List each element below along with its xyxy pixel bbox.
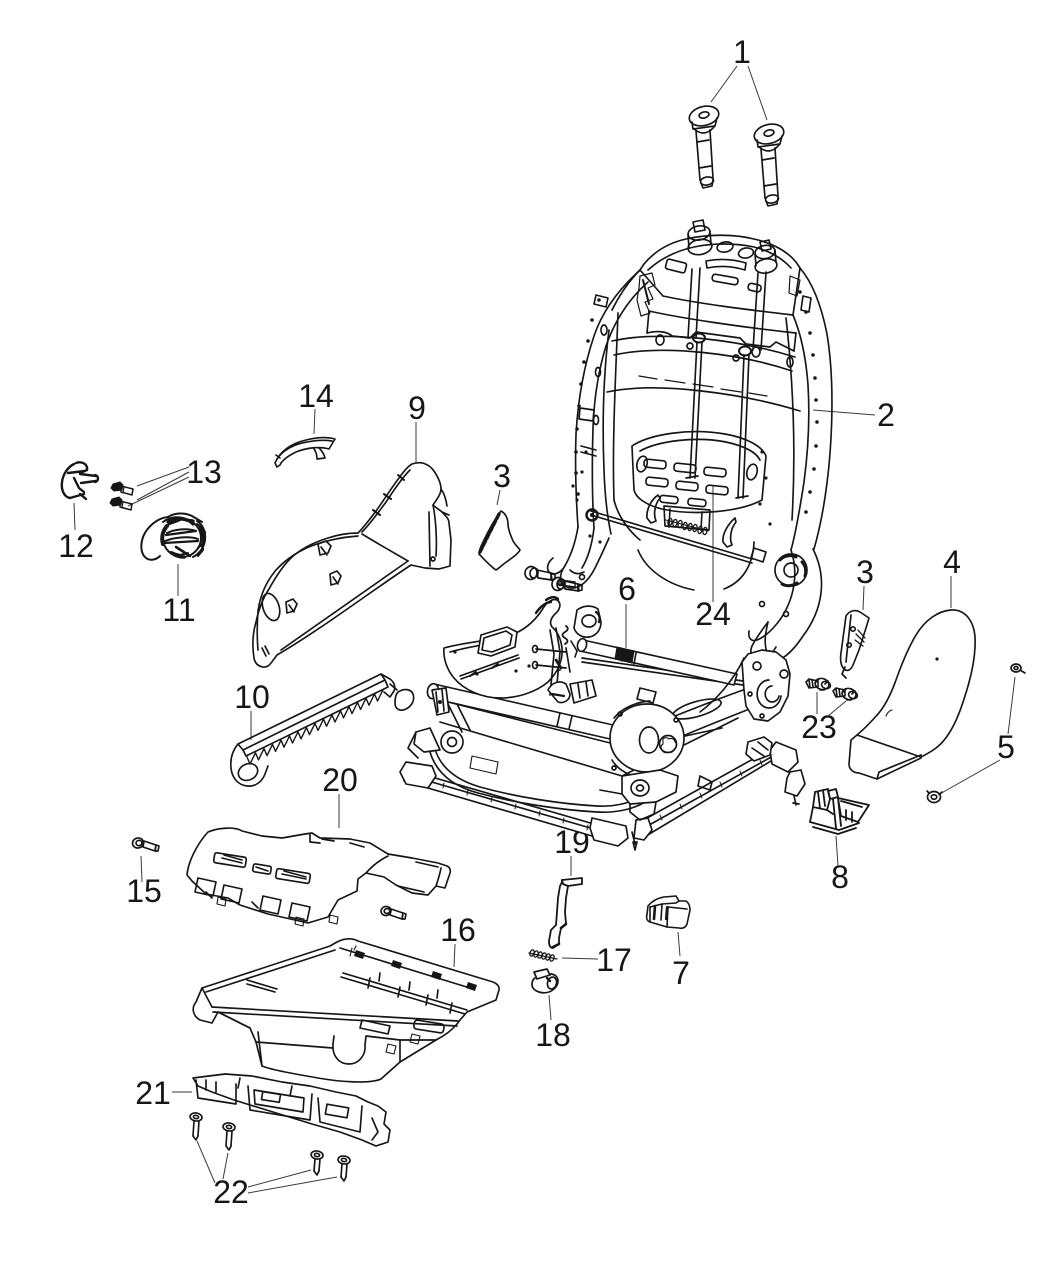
svg-text:20: 20 [322,762,358,798]
svg-text:8: 8 [831,859,849,895]
svg-text:16: 16 [440,912,476,948]
svg-text:17: 17 [596,942,632,978]
svg-text:7: 7 [672,955,690,991]
svg-text:14: 14 [298,378,334,414]
svg-text:18: 18 [535,1017,571,1053]
svg-text:9: 9 [408,390,426,426]
svg-text:4: 4 [943,544,961,580]
svg-text:1: 1 [733,34,751,70]
svg-text:13: 13 [186,454,222,490]
svg-text:23: 23 [801,709,837,745]
svg-text:5: 5 [997,729,1015,765]
svg-text:10: 10 [234,679,270,715]
svg-text:3: 3 [493,458,511,494]
svg-text:11: 11 [162,592,195,628]
svg-text:15: 15 [126,873,162,909]
svg-text:6: 6 [618,571,636,607]
svg-text:21: 21 [135,1075,171,1111]
svg-text:2: 2 [877,397,895,433]
svg-text:12: 12 [58,528,94,564]
svg-text:22: 22 [213,1174,249,1210]
svg-text:3: 3 [856,554,874,590]
